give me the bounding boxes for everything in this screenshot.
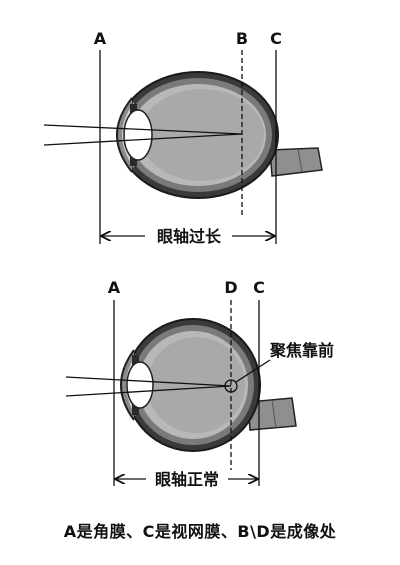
caption: A是角膜、C是视网膜、B\D是成像处 bbox=[63, 522, 337, 541]
bottom-label-a: A bbox=[108, 278, 121, 297]
top-axis-label: 眼轴过长 bbox=[157, 227, 222, 246]
focus-leader-line bbox=[235, 359, 271, 383]
myopic-eye bbox=[43, 71, 323, 199]
focus-label: 聚焦靠前 bbox=[269, 341, 334, 360]
bottom-label-c: C bbox=[253, 278, 265, 297]
normal-eye bbox=[65, 318, 297, 452]
top-label-a: A bbox=[94, 29, 107, 48]
top-label-c: C bbox=[270, 29, 282, 48]
bottom-label-d: D bbox=[224, 278, 237, 297]
top-label-b: B bbox=[236, 29, 248, 48]
bottom-axis-label: 眼轴正常 bbox=[155, 470, 219, 489]
